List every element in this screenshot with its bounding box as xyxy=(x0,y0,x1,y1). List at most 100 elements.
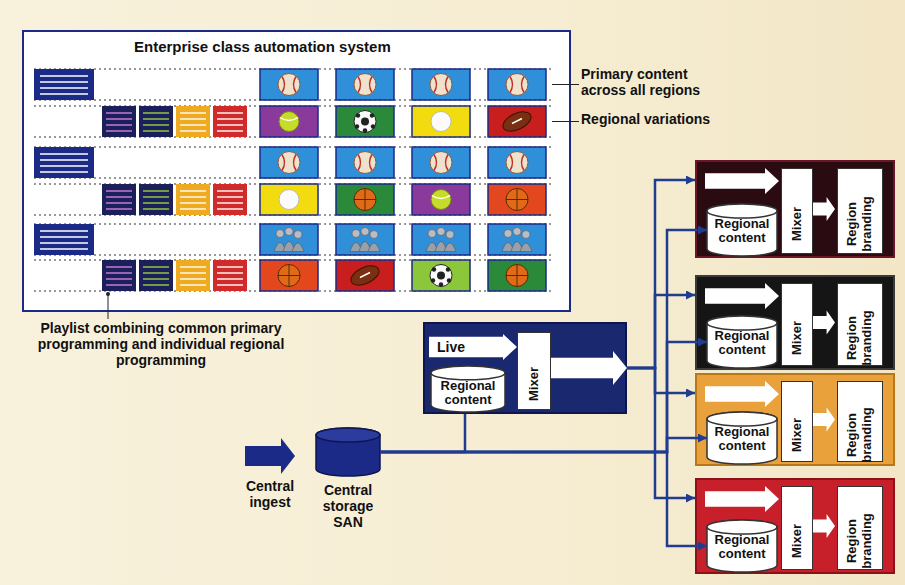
cylinder-top xyxy=(316,428,380,442)
content-tile xyxy=(412,69,470,100)
branding-label: Region branding xyxy=(845,300,875,375)
connector xyxy=(380,230,707,452)
playlist-stripe xyxy=(106,208,132,209)
person-head xyxy=(285,228,293,236)
content-label: Regional content xyxy=(707,217,777,245)
playlist-stripe xyxy=(180,284,206,285)
ball-seam xyxy=(280,118,298,121)
person-head xyxy=(276,230,284,238)
playlist-row xyxy=(34,147,546,178)
basketball xyxy=(354,189,376,211)
playlist-stripe xyxy=(217,196,243,197)
content-tile xyxy=(260,69,318,100)
leader-line xyxy=(108,294,109,319)
regional-playlist-icon xyxy=(176,260,210,291)
mixer-label: Mixer xyxy=(790,398,805,471)
callout-label: Regional variations xyxy=(581,111,731,127)
person-head xyxy=(437,228,445,236)
mixer-box: Mixer xyxy=(517,332,551,410)
arrow-shape xyxy=(705,381,779,407)
content-cylinder: Regional content xyxy=(707,520,777,572)
regional-playlist-icon xyxy=(213,260,247,291)
playlist-stripe xyxy=(106,190,132,191)
playlist-stripe xyxy=(143,112,169,113)
playlist-stripe xyxy=(180,190,206,191)
playlist-stripe xyxy=(217,284,243,285)
playlist-row xyxy=(102,184,546,215)
baseball xyxy=(278,74,300,96)
person-head xyxy=(352,230,360,238)
playlist-stripe xyxy=(217,112,243,113)
automation-illustration xyxy=(24,32,573,314)
cylinder-body xyxy=(707,520,777,572)
playlist-stripe xyxy=(106,284,132,285)
playlist-stripe xyxy=(40,236,88,237)
arrow-shape xyxy=(811,408,835,432)
playlist-stripe xyxy=(143,284,169,285)
playlist-stripe xyxy=(180,118,206,119)
playlist-stripe xyxy=(180,112,206,113)
content-tile xyxy=(260,147,318,178)
content-tile xyxy=(412,224,470,255)
playlist-stripe xyxy=(143,190,169,191)
ball-seam xyxy=(510,77,513,93)
ball-seam xyxy=(370,77,373,93)
playlist-stripe xyxy=(40,87,88,88)
panel-title: Enterprise class automation system xyxy=(134,38,569,55)
playlist-stripe xyxy=(40,242,88,243)
person-head xyxy=(522,231,530,239)
playlist-stripe xyxy=(40,93,88,94)
playlist-stripe xyxy=(143,130,169,131)
playlist-stripe xyxy=(217,266,243,267)
ball-patch xyxy=(371,124,375,128)
content-label: Regional content xyxy=(431,379,505,407)
connector xyxy=(380,438,707,452)
region-box: Regional contentMixerRegion branding xyxy=(695,373,895,466)
content-cylinder: Regional content xyxy=(707,316,777,368)
ball-seam xyxy=(446,155,449,171)
live-arrow: Live xyxy=(429,334,517,360)
football-lace xyxy=(512,119,522,124)
content-tile xyxy=(488,147,546,178)
ball-seam xyxy=(446,77,449,93)
ball-patch xyxy=(437,272,445,280)
person-head xyxy=(446,231,454,239)
content-tile xyxy=(488,260,546,291)
content-cylinder: Regional content xyxy=(707,412,777,464)
content-tile xyxy=(260,184,318,215)
ball-patch xyxy=(370,113,374,117)
tennis-ball xyxy=(279,112,299,132)
content-tile xyxy=(488,69,546,100)
mixer-box: Mixer xyxy=(781,283,813,366)
playlist-stripe xyxy=(40,75,88,76)
playlist-stripe xyxy=(217,208,243,209)
ball-seam xyxy=(510,155,513,171)
leader-line xyxy=(552,84,579,85)
person-body xyxy=(520,243,532,252)
cylinder-body xyxy=(707,204,777,256)
baseball xyxy=(430,152,452,174)
playlist-icon xyxy=(34,224,94,255)
ball-seam xyxy=(358,77,361,93)
playlist-stripe xyxy=(106,112,132,113)
ball-patch xyxy=(356,113,360,117)
regional-playlist-icon xyxy=(139,106,173,137)
playlist-stripe xyxy=(180,208,206,209)
content-tile xyxy=(488,184,546,215)
content-tile xyxy=(336,69,394,100)
cylinder-top xyxy=(707,412,777,426)
regional-playlist-icon xyxy=(139,260,173,291)
ball-patch xyxy=(439,282,443,286)
mixer-box: Mixer xyxy=(781,381,813,462)
cylinder-body xyxy=(316,428,380,476)
cylinder-body xyxy=(707,316,777,368)
playlist-stripe xyxy=(180,202,206,203)
basketball xyxy=(278,265,300,287)
arrow-shape xyxy=(811,311,835,335)
playlist-stripe xyxy=(180,124,206,125)
connector xyxy=(380,414,465,452)
arrow-shape xyxy=(811,197,835,221)
ball-seam xyxy=(294,77,297,93)
